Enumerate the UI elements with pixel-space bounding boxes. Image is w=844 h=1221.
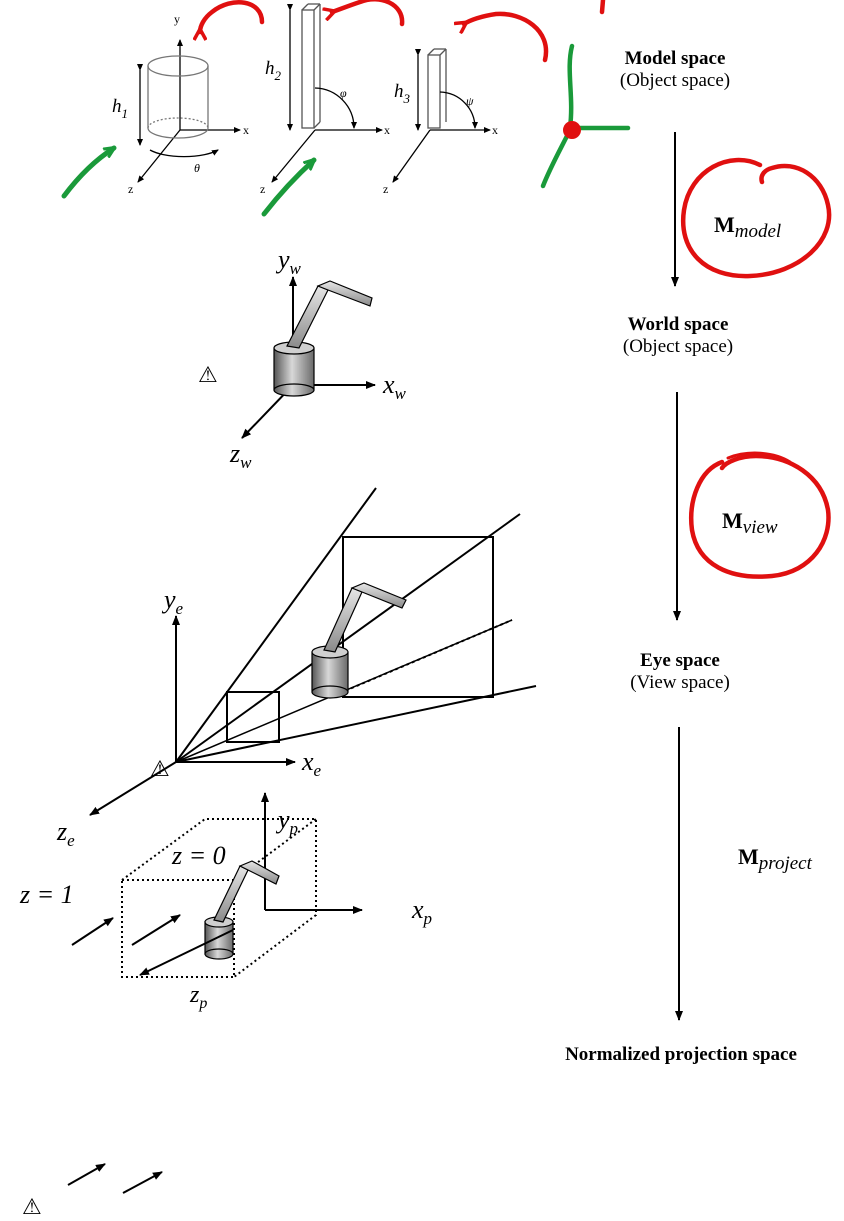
model-y-label: y — [174, 12, 180, 26]
model-z-label-3: z — [383, 182, 388, 196]
phi-label: φ — [340, 86, 347, 100]
model-figure-labels: y x z x z x z θ φ ψ h1 h2 h3 — [112, 12, 498, 196]
h2-label: h2 — [265, 58, 282, 83]
psi-arc — [439, 91, 478, 129]
upper-link-bar — [301, 3, 321, 129]
proj-z1-label: z = 1 — [19, 880, 74, 909]
red-origin-dot — [563, 121, 581, 139]
proj-z-axis — [139, 929, 234, 976]
frustum-edge-upper — [175, 513, 521, 763]
green-arrow-2 — [261, 160, 314, 217]
model-z-axis-1 — [137, 129, 181, 183]
model-z-label-1: z — [128, 182, 133, 196]
stage-title: World space — [627, 314, 729, 335]
red-loop-view — [689, 453, 831, 579]
stage-subtitle: (View space) — [630, 671, 730, 693]
eye-space-figure — [89, 487, 537, 816]
projector-arrow-4 — [122, 1171, 163, 1194]
world-x-label: xw — [382, 370, 407, 403]
psi-label: ψ — [466, 94, 474, 108]
phi-arc — [314, 87, 357, 129]
proj-z0-label: z = 0 — [171, 841, 226, 870]
frustum-center-dotted — [339, 619, 513, 694]
world-z-label: zw — [229, 439, 252, 472]
matrix-view: Mview — [722, 508, 778, 538]
proj-x-label: xp — [411, 895, 432, 928]
red-loop-model — [680, 157, 832, 279]
matrix-project: Mproject — [738, 844, 812, 874]
red-loop-view-2 — [726, 451, 792, 464]
model-z-axis-2 — [271, 129, 316, 183]
eye-y-label: ye — [161, 585, 184, 618]
world-figure-labels: yw xw zw — [229, 245, 407, 472]
proj-eye-icon: ⚠ — [22, 1194, 42, 1219]
eye-eye-icon: ⚠ — [150, 756, 170, 781]
eye-x-label: xe — [301, 747, 322, 780]
world-eye-icon: ⚠ — [198, 362, 218, 387]
matrix-model: Mmodel — [714, 212, 782, 242]
red-tick-top — [599, 0, 606, 15]
model-z-axis-3 — [392, 129, 431, 183]
theta-label: θ — [194, 161, 200, 175]
stage-normalized-projection-space: Normalized projection space — [520, 1044, 842, 1066]
stage-title: Eye space — [640, 650, 720, 671]
world-robot-arm — [273, 280, 373, 397]
eye-robot-arm — [311, 582, 407, 699]
world-space-figure: ⚠ — [198, 276, 376, 439]
hand-annotations — [61, 0, 832, 579]
h1-label: h1 — [112, 96, 128, 121]
projector-arrow-1 — [71, 917, 114, 946]
lower-link-bar — [427, 48, 447, 129]
green-local-axis-up — [567, 43, 575, 131]
base-cylinder — [147, 55, 209, 139]
green-local-axis-down — [540, 131, 571, 189]
red-curve-arrow-3 — [464, 11, 549, 63]
model-x-label-2: x — [384, 123, 390, 137]
frustum-edge-top — [175, 487, 377, 763]
projection-space-figure — [67, 792, 363, 1194]
stage-subtitle: (Object space) — [622, 335, 734, 357]
stage-subtitle: (Object space) — [619, 69, 731, 91]
proj-y-label: yp — [275, 805, 298, 838]
near-plane — [226, 691, 280, 743]
projector-arrow-2 — [131, 914, 181, 946]
stage-model-space: Model space (Object space) — [575, 48, 775, 92]
projector-arrow-3 — [67, 1163, 106, 1186]
stage-eye-space: Eye space (View space) — [580, 650, 780, 694]
stage-world-space: World space (Object space) — [578, 314, 778, 358]
eye-z-axis — [89, 761, 177, 816]
h3-label: h3 — [394, 81, 411, 106]
frustum-edge-lower — [175, 685, 537, 763]
model-x-label-3: x — [492, 123, 498, 137]
world-y-label: yw — [275, 245, 302, 278]
red-curve-arrow-2 — [332, 0, 405, 27]
model-z-label-2: z — [260, 182, 265, 196]
stage-title: Model space — [624, 48, 726, 69]
proj-figure-labels: yp xp zp z = 0 z = 1 — [19, 805, 432, 1012]
eye-figure-labels: ye xe ze — [56, 585, 322, 850]
eye-z-label: ze — [56, 817, 75, 850]
far-plane — [342, 536, 494, 698]
red-curve-arrow-1 — [200, 0, 265, 32]
stage-title: Normalized projection space — [565, 1044, 797, 1065]
proj-robot-arm — [204, 860, 280, 960]
model-space-figure — [137, 3, 491, 183]
canonical-view-volume — [121, 818, 317, 978]
theta-arc — [149, 149, 219, 158]
model-x-label-1: x — [243, 123, 249, 137]
green-arrow-1 — [61, 145, 114, 199]
proj-z-label: zp — [189, 982, 207, 1012]
